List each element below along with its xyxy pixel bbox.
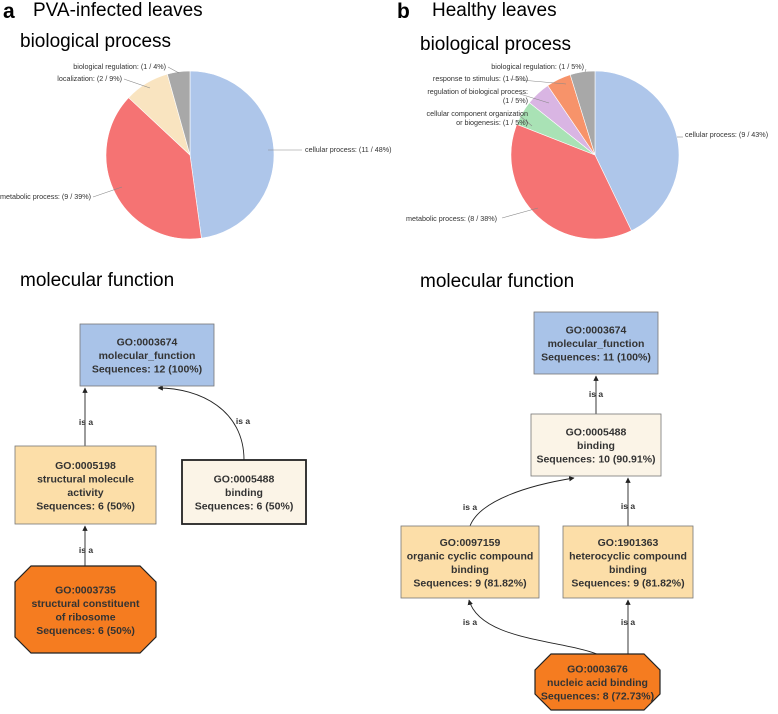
pie-b-label-1: metabolic process: (8 / 38%) <box>406 214 497 223</box>
graph-a-node-bind <box>181 459 307 525</box>
pie-b-slice-1 <box>510 123 632 240</box>
graph-a-edge-sma-mf-label: is a <box>79 417 93 427</box>
pie-b-leader-5 <box>584 68 587 73</box>
graph-b-edge-bind-mf-label: is a <box>589 389 603 399</box>
panel-a-letter: a <box>3 0 15 23</box>
graph-a-node-smA <box>14 445 157 525</box>
pie-b-leader-3 <box>519 93 550 104</box>
pie-b-slice-0 <box>594 70 680 232</box>
graph-b-node-occ <box>400 525 540 599</box>
graph-b-node-nab <box>534 653 661 711</box>
graph-a-edge-bind-mf <box>157 385 245 461</box>
graph-b-edge-nab-hcc-label: is a <box>621 617 635 627</box>
pie-chart-a: cellular process: (11 / 48%) metabolic pr… <box>0 62 392 240</box>
graph-a-edge-bind-mf-label: is a <box>236 416 250 426</box>
graph-b-edge-nab-occ-label: is a <box>463 617 477 627</box>
graph-b-node-hcc <box>562 525 694 599</box>
graph-b-edge-hcc-bind-label: is a <box>621 501 635 511</box>
graph-b-edge-occ-bind <box>469 476 575 527</box>
panel-a-title: PVA-infected leaves <box>33 0 203 21</box>
pie-a-leader-1 <box>92 186 123 198</box>
pie-a-slice-1 <box>105 97 202 240</box>
pie-a-leader-3 <box>167 66 180 74</box>
pie-b-label-5: biological regulation: (1 / 5%) <box>491 62 584 71</box>
pie-a-label-3: biological regulation: (1 / 4%) <box>73 62 166 71</box>
panel-b-mf-heading: molecular function <box>420 271 575 292</box>
pie-b-leader-2 <box>519 115 533 127</box>
pie-a-leader-2 <box>123 78 151 89</box>
pie-b-leader-4 <box>509 78 567 85</box>
pie-a-label-0: cellular process: (11 / 48%) <box>305 145 392 154</box>
pie-a-label-1: metabolic process: (9 / 39%) <box>0 192 91 201</box>
pie-b-slice-5 <box>569 70 596 156</box>
pie-a-slice-0 <box>189 70 275 239</box>
graph-b-edge-nab-occ <box>467 599 598 655</box>
pie-b-label-4: response to stimulus: (1 / 5%) <box>433 74 528 83</box>
pie-a-label-2: localization: (2 / 9%) <box>57 74 122 83</box>
pie-b-label-0: cellular process: (9 / 43%) <box>685 130 768 139</box>
graph-b-node-bind <box>530 413 662 477</box>
pie-chart-b: cellular process: (9 / 43%) metabolic pro… <box>406 62 768 240</box>
graph-b-node-mf <box>533 311 659 375</box>
graph-b-edge-occ-bind-label: is a <box>463 502 477 512</box>
graph-a-node-mf <box>79 323 215 387</box>
pie-b-label-3: regulation of biological process:(1 / 5%… <box>427 87 528 105</box>
panel-b-title: Healthy leaves <box>432 0 557 21</box>
pie-b-leader-1 <box>501 207 539 219</box>
graph-a-edge-ribo-sma-label: is a <box>79 545 93 555</box>
pie-a-slice-3 <box>166 70 191 156</box>
panel-a-bp-heading: biological process <box>20 31 172 52</box>
graph-a-node-ribo <box>14 565 157 654</box>
panel-b-letter: b <box>397 0 410 23</box>
panel-b-bp-heading: biological process <box>420 34 572 55</box>
panel-a-mf-heading: molecular function <box>20 270 175 291</box>
